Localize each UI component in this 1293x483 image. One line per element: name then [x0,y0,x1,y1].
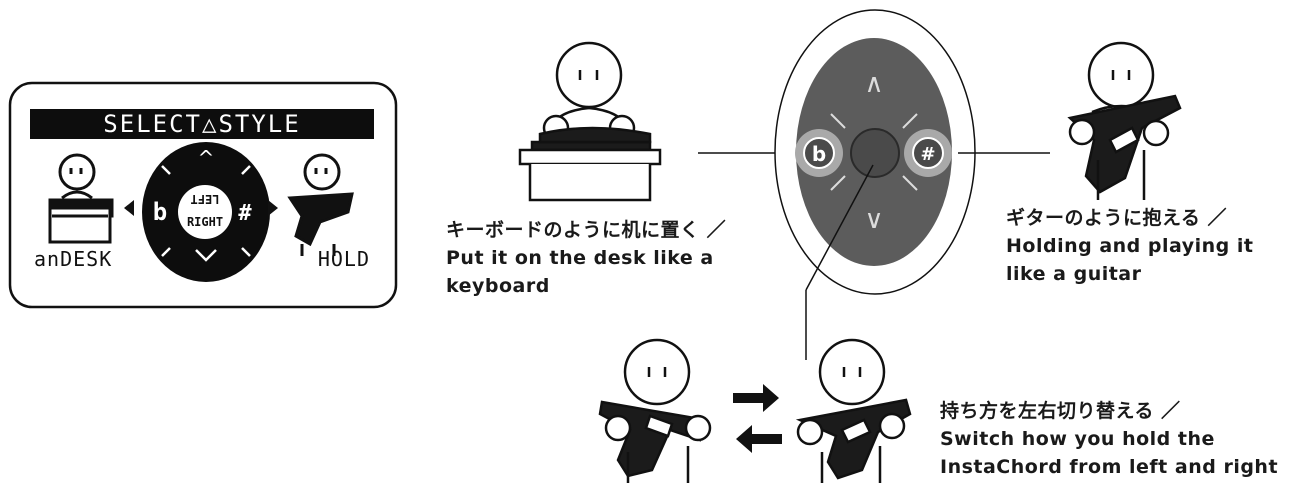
lcd-left-mode-label: anDESK [34,247,112,271]
switch-right-figure [795,338,912,483]
sharp-button[interactable]: # [904,129,952,177]
flat-icon: b [812,142,826,166]
desk-caption-en-line2: keyboard [446,275,550,297]
switch-connector-line [805,164,874,291]
dpad-controller: ∧ ∨ b # [774,9,976,295]
desk-caption-ja: キーボードのように机に置く ／ [446,219,727,241]
lcd-hold-figure [287,153,354,256]
lcd-screen: SELECT△STYLE ^ b # LEFT RIGHT [8,81,398,309]
lcd-left-arrow [124,200,134,216]
lcd-title: SELECT△STYLE [103,110,300,138]
desk-caption: キーボードのように机に置く ／ Put it on the desk like … [446,216,726,300]
dpad-down-icon[interactable]: ∨ [864,205,883,235]
dpad-up-icon[interactable]: ∧ [864,69,883,99]
lcd-up-arrow: ^ [198,146,215,170]
dpad-diagonal-marks [830,113,918,191]
flat-button[interactable]: b [795,129,843,177]
lcd-center-top: LEFT [191,192,220,206]
switch-caption-en-line2: InstaChord from left and right [940,456,1279,478]
switch-right-arrow-icon [733,384,779,412]
sharp-icon: # [920,144,935,165]
guitar-caption: ギターのように抱える ／ Holding and playing it like… [1006,204,1253,288]
switch-left-figure [598,338,712,483]
desk-player-figure [518,41,662,202]
lcd-center-bottom: RIGHT [187,215,223,229]
lcd-desk-figure [48,153,114,244]
lcd-right-arrow [268,200,278,216]
switch-left-arrow-icon [736,425,782,453]
switch-caption-en-line1: Switch how you hold the [940,428,1215,450]
guitar-caption-ja: ギターのように抱える ／ [1006,207,1228,229]
lcd-sharp-symbol: # [238,201,252,226]
lcd-right-mode-label: HOLD [318,247,370,271]
lcd-down-arrow [195,249,217,262]
switch-caption: 持ち方を左右切り替える ／ Switch how you hold the In… [940,397,1278,481]
desk-caption-en-line1: Put it on the desk like a [446,247,714,269]
switch-caption-ja: 持ち方を左右切り替える ／ [940,400,1181,422]
lcd-dpad: ^ b # LEFT RIGHT [142,142,270,282]
guitar-player-figure [1067,41,1182,200]
guitar-caption-en-line2: like a guitar [1006,263,1142,285]
guitar-caption-en-line1: Holding and playing it [1006,235,1254,257]
dpad-center-button[interactable] [850,128,900,178]
lcd-title-bar [30,109,374,139]
lcd-flat-symbol: b [153,198,167,226]
